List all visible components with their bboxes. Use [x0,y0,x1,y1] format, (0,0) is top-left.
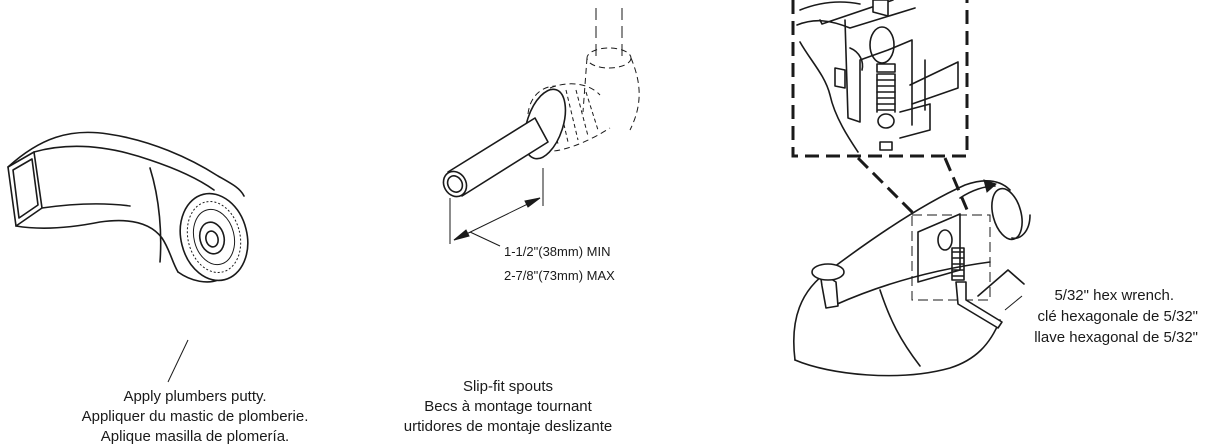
putty-caption: Apply plumbers putty. Appliquer du masti… [55,387,335,447]
tub-spout-illustration [7,131,249,383]
wrench-caption-fr: clé hexagonale de 5/32" [1037,308,1198,325]
putty-caption-en: Apply plumbers putty. [123,388,267,405]
dimension-max-label: 2-7/8"(73mm) MAX [504,268,615,283]
dimension-min-label: 1-1/2"(38mm) MIN [504,244,611,259]
slipfit-caption-fr: Becs à montage tournant [424,398,592,415]
slipfit-caption-es: urtidores de montaje deslizante [403,418,613,435]
wrench-caption-es: llave hexagonal de 5/32" [1034,329,1198,346]
putty-caption-fr: Appliquer du mastic de plomberie. [81,408,309,425]
wrench-caption: 5/32" hex wrench. clé hexagonale de 5/32… [1000,285,1198,348]
slipfit-caption: Slip-fit spouts Becs à montage tournant … [388,377,628,437]
hex-wrench-detail-illustration [791,0,1031,377]
slipfit-caption-en: Slip-fit spouts [462,378,554,395]
dimension-labels: 1-1/2"(38mm) MIN 2-7/8"(73mm) MAX [504,240,615,288]
wrench-caption-en: 5/32" hex wrench. [1054,287,1174,304]
putty-caption-es: Aplique masilla de plomería. [100,428,290,445]
slip-fit-pipe-illustration [442,8,640,247]
